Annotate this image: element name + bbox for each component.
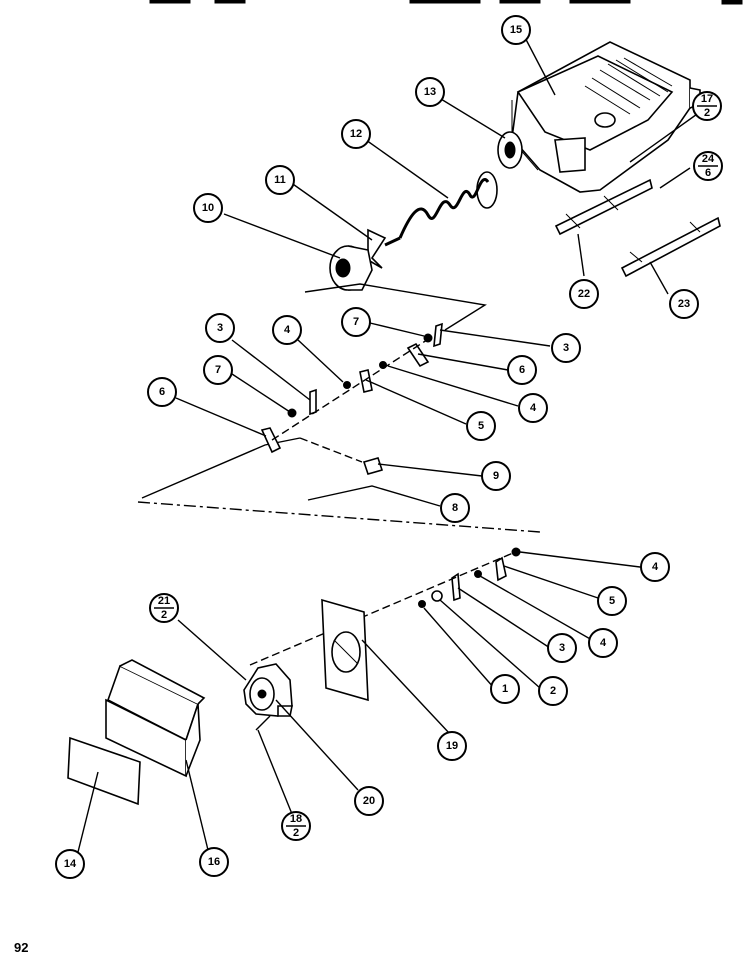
callout-3-upper-right: 3 xyxy=(551,333,581,363)
svg-text:2: 2 xyxy=(550,685,556,697)
svg-text:19: 19 xyxy=(446,740,458,752)
page-number: 92 xyxy=(14,940,29,955)
svg-text:3: 3 xyxy=(563,342,569,354)
assembly-outline-lower xyxy=(137,501,541,533)
label-plate-part xyxy=(67,736,141,806)
svg-text:10: 10 xyxy=(202,202,214,214)
callout-17-2: 17 2 xyxy=(692,91,722,121)
callout-12: 12 xyxy=(341,119,371,149)
leader-lines xyxy=(77,27,701,853)
svg-text:5: 5 xyxy=(609,595,615,607)
mounting-plate-part xyxy=(321,598,369,702)
svg-text:17: 17 xyxy=(701,93,713,105)
callout-8: 8 xyxy=(440,493,470,523)
callout-4-lower-right: 4 xyxy=(640,552,670,582)
svg-text:11: 11 xyxy=(274,174,286,186)
callout-13: 13 xyxy=(415,77,445,107)
svg-text:23: 23 xyxy=(678,298,690,310)
rod-part xyxy=(299,437,441,507)
callout-2: 2 xyxy=(538,676,568,706)
callout-7-upper-left: 7 xyxy=(203,355,233,385)
svg-text:20: 20 xyxy=(363,795,375,807)
callout-3-lower: 3 xyxy=(547,633,577,663)
svg-text:6: 6 xyxy=(705,167,711,179)
svg-text:12: 12 xyxy=(350,128,362,140)
rail-parts xyxy=(554,178,721,278)
callout-6-upper-right: 6 xyxy=(507,355,537,385)
callout-5-lower: 5 xyxy=(597,586,627,616)
svg-text:2: 2 xyxy=(293,827,299,839)
cropped-header-marks xyxy=(149,0,743,5)
callout-5-upper: 5 xyxy=(466,411,496,441)
lower-fastener-group xyxy=(249,547,521,666)
auger-spring-part xyxy=(384,171,498,247)
svg-text:7: 7 xyxy=(215,364,221,376)
motor-housing-part xyxy=(243,663,293,731)
callout-4-upper-left: 4 xyxy=(272,315,302,345)
callout-14: 14 xyxy=(55,849,85,879)
callout-16: 16 xyxy=(199,847,229,877)
callout-20: 20 xyxy=(354,786,384,816)
front-cover-part xyxy=(105,659,206,778)
svg-text:16: 16 xyxy=(208,856,220,868)
svg-text:15: 15 xyxy=(510,24,522,36)
svg-text:2: 2 xyxy=(704,107,710,119)
callout-18-2: 18 2 xyxy=(281,811,311,841)
callout-7-upper-right: 7 xyxy=(341,307,371,337)
callout-22: 22 xyxy=(569,279,599,309)
bearing-part xyxy=(497,131,523,169)
callout-15: 15 xyxy=(501,15,531,45)
svg-text:5: 5 xyxy=(478,420,484,432)
callout-11: 11 xyxy=(265,165,295,195)
callout-4-upper-right: 4 xyxy=(518,393,548,423)
svg-text:18: 18 xyxy=(290,813,302,825)
svg-text:6: 6 xyxy=(519,364,525,376)
svg-text:6: 6 xyxy=(159,386,165,398)
callout-10: 10 xyxy=(193,193,223,223)
assembly-outline-upper xyxy=(141,283,487,499)
upper-fastener-group xyxy=(260,322,443,454)
svg-text:4: 4 xyxy=(284,324,291,336)
svg-text:7: 7 xyxy=(353,316,359,328)
callout-1: 1 xyxy=(490,674,520,704)
callout-19: 19 xyxy=(437,731,467,761)
drive-wheel-part xyxy=(329,245,373,291)
svg-text:3: 3 xyxy=(217,322,223,334)
callout-3-upper-left: 3 xyxy=(205,313,235,343)
callout-24-6: 24 6 xyxy=(693,151,723,181)
svg-text:13: 13 xyxy=(424,86,436,98)
svg-text:8: 8 xyxy=(452,502,458,514)
callout-23: 23 xyxy=(669,289,699,319)
callout-21-2: 21 2 xyxy=(149,593,179,623)
svg-text:22: 22 xyxy=(578,288,590,300)
svg-text:4: 4 xyxy=(652,561,659,573)
svg-text:4: 4 xyxy=(600,637,607,649)
callout-9: 9 xyxy=(481,461,511,491)
svg-text:4: 4 xyxy=(530,402,537,414)
svg-text:24: 24 xyxy=(702,153,715,165)
svg-text:3: 3 xyxy=(559,642,565,654)
callout-4-lower-left: 4 xyxy=(588,628,618,658)
svg-text:9: 9 xyxy=(493,470,499,482)
callout-6-upper-left: 6 xyxy=(147,377,177,407)
svg-text:1: 1 xyxy=(502,683,508,695)
svg-text:14: 14 xyxy=(64,858,77,870)
svg-text:21: 21 xyxy=(158,595,170,607)
ice-bucket-part xyxy=(511,41,701,193)
svg-text:2: 2 xyxy=(161,609,167,621)
